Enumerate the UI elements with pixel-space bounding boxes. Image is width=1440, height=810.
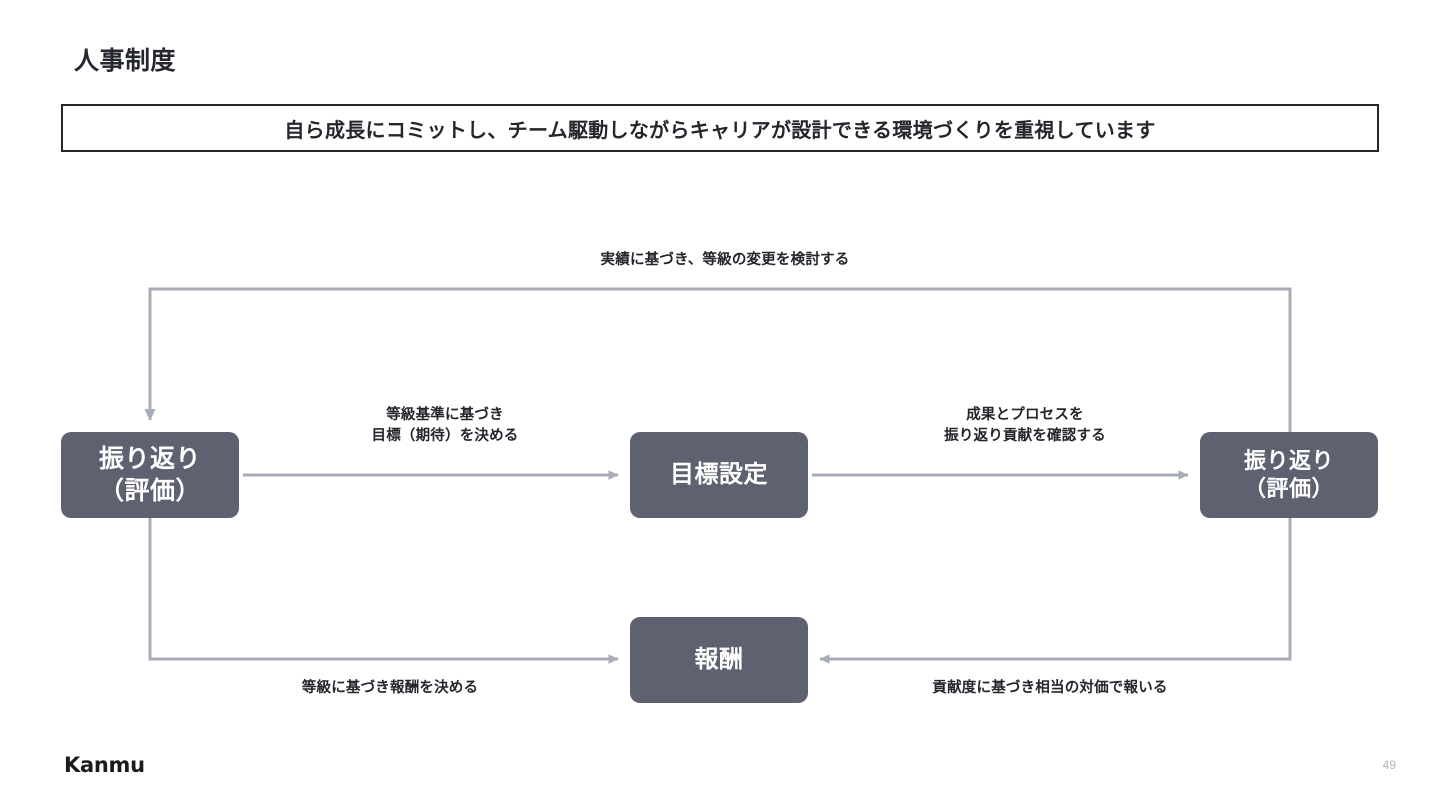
- node-reward[interactable]: 報酬: [630, 617, 808, 703]
- edge-label-right-to-reward: 貢献度に基づき相当の対価で報いる: [932, 680, 1168, 696]
- edge-label-top-loop: 実績に基づき、等級の変更を検討する: [600, 252, 850, 268]
- edge-right-to-reward: [819, 518, 1292, 664]
- edge-label-left-to-reward: 等級に基づき報酬を決める: [301, 680, 479, 696]
- page-title: 人事制度: [74, 47, 177, 75]
- edge-label-left-to-goal: 等級基準に基づき 目標（期待）を決める: [371, 407, 519, 445]
- node-review-left-label: 振り返り （評価）: [98, 445, 201, 505]
- edge-left-to-reward: [148, 518, 619, 664]
- edge-top-loop: [144, 287, 1292, 432]
- node-goal-setting[interactable]: 目標設定: [630, 432, 808, 518]
- node-review-right-label: 振り返り （評価）: [1243, 447, 1334, 501]
- brand-logo: Kanmu: [64, 753, 145, 777]
- headline-box: 自ら成長にコミットし、チーム駆動しながらキャリアが設計できる環境づくりを重視して…: [61, 104, 1379, 152]
- node-reward-label: 報酬: [694, 645, 744, 673]
- page-number: 49: [1382, 758, 1396, 772]
- node-review-right[interactable]: 振り返り （評価）: [1200, 432, 1378, 518]
- edge-label-goal-to-right: 成果とプロセスを 振り返り貢献を確認する: [944, 407, 1106, 445]
- headline-text: 自ら成長にコミットし、チーム駆動しながらキャリアが設計できる環境づくりを重視して…: [284, 119, 1156, 142]
- node-goal-setting-label: 目標設定: [670, 460, 768, 488]
- node-review-left[interactable]: 振り返り （評価）: [61, 432, 239, 518]
